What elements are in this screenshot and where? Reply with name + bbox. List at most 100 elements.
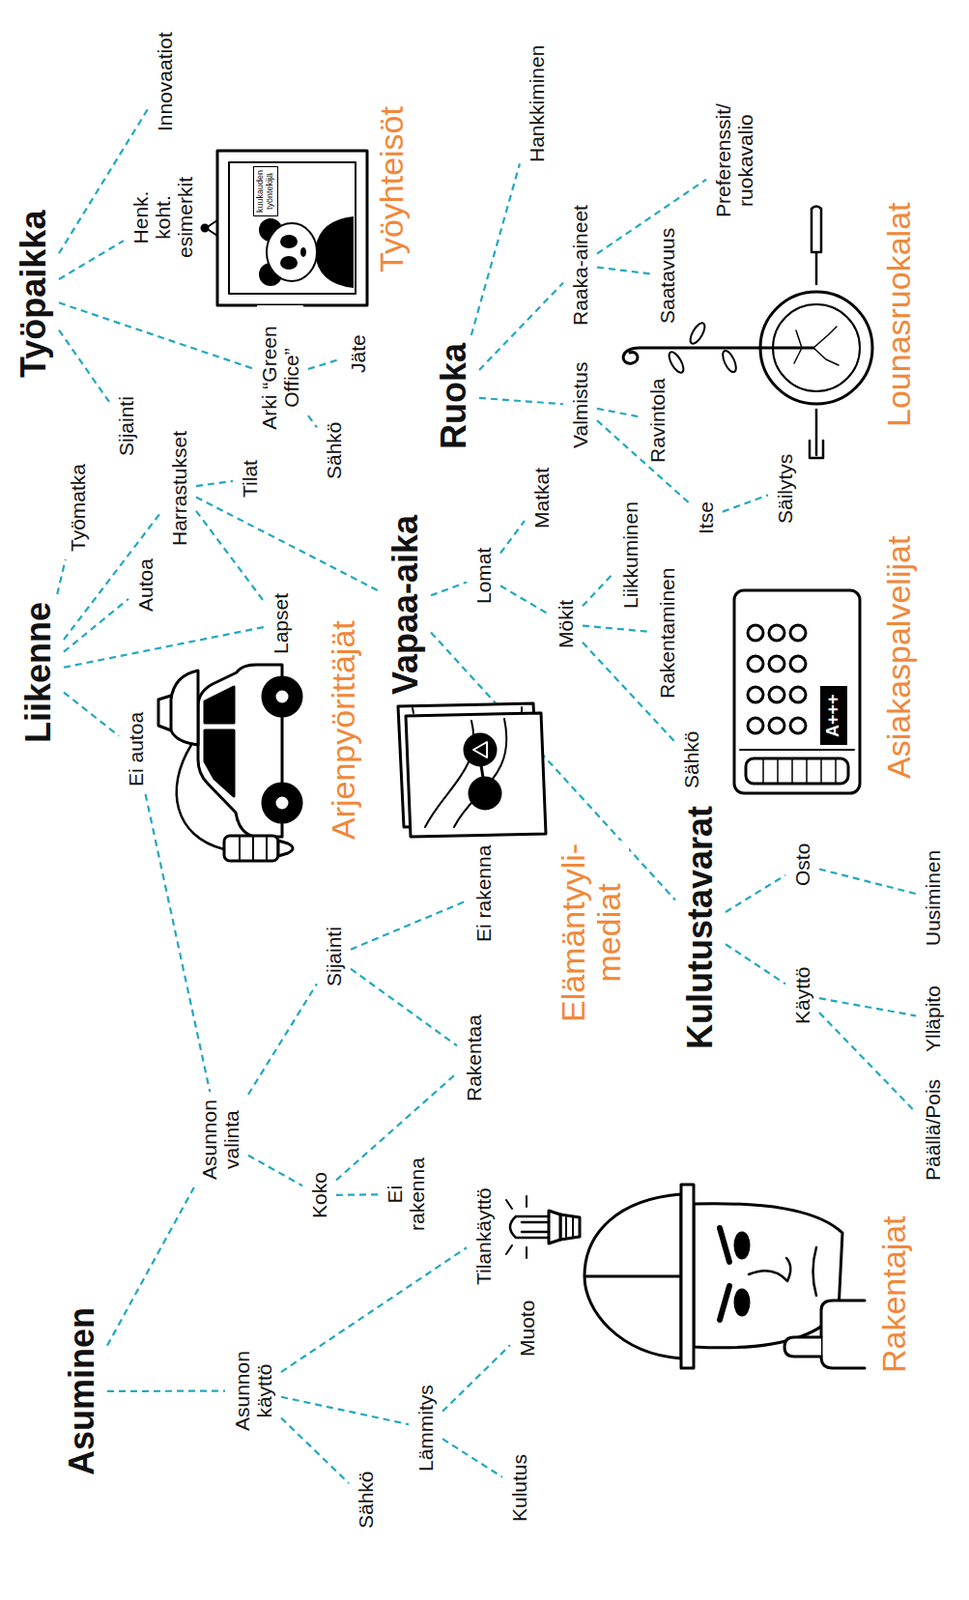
- plate-plant: [809, 409, 824, 458]
- node-text: Säilytys: [772, 451, 798, 527]
- topic-node: Arki “Green Office”: [256, 305, 304, 451]
- topic-node: Raaka-aineet: [568, 201, 593, 329]
- magazine: [398, 703, 546, 837]
- topic-node: Osto: [790, 840, 815, 889]
- topic-node: Valmistus: [568, 359, 593, 452]
- car-iron-bottle: [278, 840, 293, 856]
- appliance: [745, 758, 849, 784]
- magazine: [412, 707, 522, 713]
- dashed-connector: [63, 692, 119, 737]
- group-label: Asiakaspalvelijat: [880, 533, 918, 782]
- plate-plant: [623, 347, 814, 364]
- node-text: Työpaikka: [13, 207, 55, 381]
- magazine: [464, 734, 496, 766]
- dashed-connector: [58, 330, 110, 402]
- dashed-connector: [819, 1012, 916, 1112]
- topic-node: Koko: [307, 1168, 332, 1222]
- node-text: Rakentaa: [461, 1011, 486, 1105]
- dashed-connector: [442, 1438, 503, 1478]
- car-iron-bottle: [204, 730, 234, 797]
- lamp-bulb: [510, 1216, 549, 1238]
- dashed-connector: [196, 481, 233, 486]
- dashed-connector: [107, 1187, 195, 1346]
- dashed-connector: [500, 520, 525, 554]
- topic-node: Päällä/Pois: [920, 1076, 945, 1184]
- dashed-connector: [58, 240, 124, 280]
- dashed-connector: [500, 520, 525, 554]
- topic-node: Matkat: [529, 464, 554, 532]
- appliance: [769, 655, 785, 672]
- audience-label: Asiakaspalvelijat: [880, 533, 918, 782]
- dashed-connector: [479, 283, 564, 371]
- dashed-connector: [308, 415, 317, 428]
- poster-frame: [280, 234, 298, 249]
- appliance: [769, 717, 785, 734]
- dashed-connector: [582, 626, 651, 632]
- dashed-connector: [248, 983, 317, 1095]
- dashed-connector: [819, 868, 916, 894]
- topic-node: Innovaatiot: [152, 28, 177, 135]
- dashed-connector: [582, 626, 651, 632]
- node-text: Kulutustavarat: [680, 802, 721, 1053]
- node-text: Asuminen: [61, 1304, 103, 1479]
- group-label: Lounasruokalat: [880, 199, 918, 430]
- dashed-connector: [63, 692, 119, 737]
- group-label: Rakentajat: [875, 1212, 913, 1376]
- builder-figure: [784, 1337, 822, 1357]
- topic-node: Hankkiminen: [524, 42, 549, 166]
- topic-node: Harrastukset: [167, 427, 192, 549]
- dashed-connector: [63, 627, 264, 668]
- node-text: Ei rakenna: [382, 1154, 429, 1234]
- dashed-connector: [350, 900, 467, 949]
- appliance: [747, 686, 764, 703]
- dashed-connector: [58, 302, 253, 369]
- node-text: Sähkö: [321, 418, 346, 483]
- topic-node: Tilankäyttö: [471, 1184, 496, 1288]
- builder-figure: [821, 1300, 865, 1368]
- node-text: Itse: [693, 498, 718, 538]
- dashed-connector: [350, 900, 467, 949]
- dashed-connector: [281, 1396, 409, 1425]
- lamp-bulb: [560, 1214, 580, 1240]
- topic-node: Rakentaminen: [655, 565, 680, 702]
- dashed-connector: [308, 415, 317, 428]
- dashed-connector: [442, 1438, 503, 1478]
- dashed-connector: [725, 943, 786, 984]
- builder-figure: [735, 1232, 749, 1258]
- dashed-connector: [281, 1247, 467, 1372]
- dashed-connector: [725, 875, 786, 912]
- poster-frame: [300, 247, 307, 257]
- node-text: Muoto: [514, 1297, 540, 1360]
- topic-heading: Ruoka: [433, 340, 475, 453]
- appliance: [747, 717, 764, 734]
- magazine: [425, 718, 507, 827]
- dashed-connector: [281, 1396, 409, 1425]
- topic-heading: Työpaikka: [13, 207, 55, 381]
- car-iron-bottle: [171, 670, 199, 745]
- node-text: Ei rakenna: [471, 842, 496, 945]
- dashed-connector: [58, 240, 124, 280]
- dashed-connector: [107, 1390, 226, 1392]
- car-iron-bottle: [274, 795, 290, 811]
- node-text: Asunnon valinta: [197, 1096, 244, 1183]
- node-text: Preferenssit/ ruokavalio: [711, 100, 758, 221]
- appliance: [769, 625, 785, 641]
- node-text: Sijainti: [114, 393, 139, 459]
- appliance: [790, 625, 806, 641]
- topic-node: Lämmitys: [413, 1381, 438, 1475]
- node-text: Sähkö: [353, 1467, 378, 1532]
- dashed-connector: [471, 163, 520, 336]
- magazine: [481, 765, 484, 778]
- dashed-connector: [196, 511, 264, 601]
- car-iron-bottle: [158, 664, 302, 861]
- dashed-connector: [582, 572, 614, 606]
- node-text: Innovaatiot: [152, 28, 177, 135]
- dashed-connector: [58, 302, 253, 369]
- node-text: Ravintola: [645, 374, 670, 466]
- node-text: Työmatka: [65, 460, 90, 555]
- topic-node: Sijainti: [114, 393, 139, 459]
- car-iron-bottle: [204, 686, 234, 723]
- car-iron-bottle: [274, 688, 290, 705]
- dashed-connector: [582, 572, 614, 606]
- node-text: Henk. koht. esimerkit: [128, 173, 198, 261]
